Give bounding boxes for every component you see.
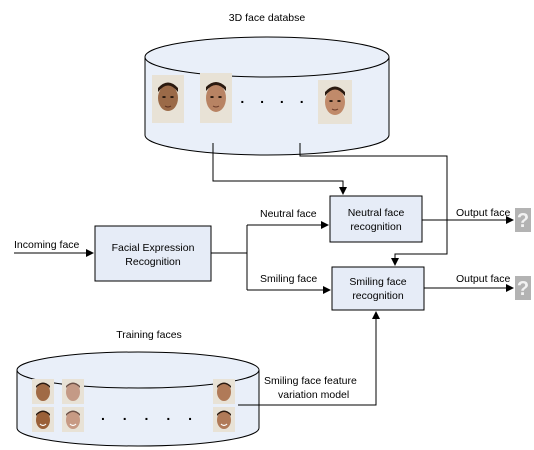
smiling-output-label: Output face <box>456 273 510 285</box>
svg-text:?: ? <box>517 278 529 300</box>
top-database-title: 3D face databse <box>229 12 306 24</box>
variation-model-label-line1: Smiling face feature <box>264 375 357 387</box>
neutral-branch-label: Neutral face <box>260 208 317 220</box>
face-thumbnail <box>213 407 235 432</box>
face-thumbnail <box>152 75 184 123</box>
facial-expression-recognition-label-line2: Recognition <box>125 256 181 268</box>
face-thumbnail <box>62 407 84 432</box>
smiling-branch-label: Smiling face <box>260 273 317 285</box>
neutral-face-recognition-label-line2: recognition <box>350 221 402 233</box>
neutral-face-recognition-box <box>329 195 423 243</box>
face-thumbnail <box>318 80 352 124</box>
neutral-face-recognition-label-line1: Neutral face <box>348 207 405 219</box>
training-database-title: Training faces <box>116 329 182 341</box>
neutral-output-label: Output face <box>456 207 510 219</box>
database-connector <box>212 143 347 195</box>
facial-expression-recognition-label-line1: Facial Expression <box>112 242 195 254</box>
face-thumbnail <box>32 379 54 404</box>
incoming-face-label: Incoming face <box>14 239 80 251</box>
face-thumbnail <box>32 407 54 432</box>
face-thumbnail <box>62 379 84 404</box>
variation-model-connector <box>238 311 380 406</box>
unknown-output-icon: ? <box>515 276 531 300</box>
training-database-ellipsis: . . . . . <box>101 407 199 423</box>
smiling-face-recognition-label-line1: Smiling face <box>349 276 406 288</box>
top-database-ellipsis: . . . . <box>240 90 309 106</box>
unknown-output-icon: ? <box>515 208 531 232</box>
smiling-face-recognition-label-line2: recognition <box>352 290 404 302</box>
svg-text:?: ? <box>517 210 529 232</box>
smiling-face-recognition-box <box>331 266 425 311</box>
branch-connector <box>211 221 331 294</box>
face-thumbnail <box>213 379 235 404</box>
face-thumbnail <box>200 73 232 123</box>
database-connector <box>299 143 448 266</box>
variation-model-label-line2: variation model <box>278 389 349 401</box>
